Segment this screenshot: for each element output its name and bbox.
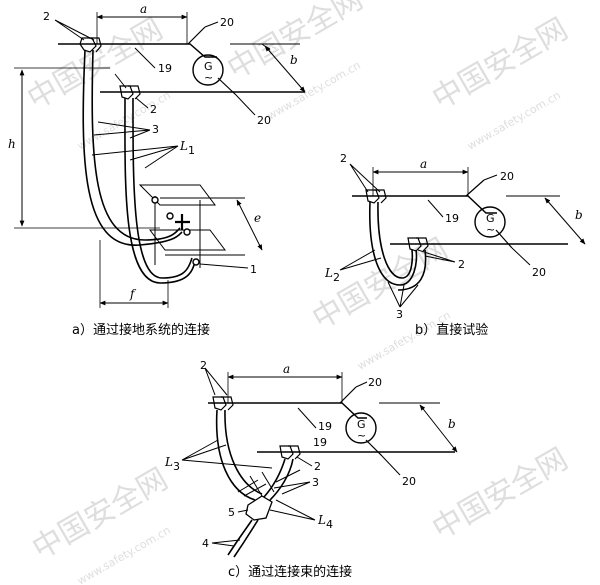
- a-leader-2-top: [54, 19, 95, 41]
- c-dim-b: [419, 404, 458, 453]
- a-leader-L1: [91, 145, 179, 169]
- a-cable-loop-3: [124, 97, 196, 284]
- a-label-b: b: [290, 53, 298, 67]
- a-leader-2-mid: [114, 73, 149, 109]
- c-label-20-top: 20: [368, 376, 382, 389]
- watermark-url-4: www.safety.com.cn: [355, 309, 453, 373]
- a-label-2-top: 2: [43, 10, 50, 23]
- b-cable-2: [377, 201, 414, 279]
- c-label-5: 5: [228, 506, 235, 519]
- b-generator-icon: [474, 206, 506, 238]
- b-top-bus: [352, 195, 497, 214]
- c-cable-4: [269, 458, 294, 501]
- a-label-2-mid: 2: [150, 103, 157, 116]
- c-label-b: b: [448, 417, 456, 431]
- a-label-20-bot: 20: [257, 114, 271, 127]
- b-label-2-top: 2: [340, 152, 347, 165]
- b-dim-b: [544, 197, 586, 245]
- a-label-h: h: [8, 137, 16, 151]
- c-label-a: a: [283, 362, 290, 376]
- a-caption: a）通过接地系统的连接: [72, 322, 210, 338]
- panel-c: [181, 367, 458, 558]
- b-label-3: 3: [396, 308, 403, 321]
- panel-a-labels: 2 a 20 19 G ~ b 2 20 3 L 1 h e 1 f a）通过接…: [8, 2, 298, 338]
- watermark-text-5: 中国安全网: [27, 462, 174, 567]
- c-label-19-low: 19: [313, 436, 327, 449]
- b-cable-3: [397, 249, 427, 291]
- c-label-L3-sub: 3: [173, 460, 180, 473]
- watermark-url-2: www.safety.com.cn: [265, 59, 363, 123]
- c-label-4: 4: [202, 537, 209, 550]
- b-label-19: 19: [445, 212, 459, 225]
- a-leader-20-top: [204, 21, 219, 28]
- a-label-gen: G: [204, 60, 213, 73]
- a-label-a: a: [140, 2, 147, 16]
- c-label-20-bot: 20: [402, 475, 416, 488]
- a-label-tilde: ~: [204, 71, 213, 84]
- c-label-2-top: 2: [200, 359, 207, 372]
- b-label-b: b: [575, 208, 583, 222]
- panel-c-labels: 2 a 20 19 G ~ b 19 2 20 L 3 3 5 L 4 4 c）…: [164, 359, 456, 580]
- c-label-L3: L: [164, 455, 173, 469]
- a-leader-1: [199, 263, 249, 269]
- a-leader-20-bot: [235, 94, 256, 116]
- a-leader-19: [134, 47, 156, 69]
- c-bundle-clamp: [245, 495, 273, 521]
- c-label-2-mid: 2: [314, 460, 321, 473]
- b-label-a: a: [420, 157, 427, 171]
- c-label-L4: L: [317, 513, 326, 527]
- b-label-gen: G: [486, 212, 495, 225]
- c-label-L4-sub: 4: [326, 518, 333, 531]
- a-cable-loop-2: [91, 49, 181, 241]
- a-label-1: 1: [250, 263, 257, 276]
- a-cable-loop-1: [82, 49, 183, 246]
- b-label-20-top: 20: [500, 170, 514, 183]
- c-cable-3: [263, 458, 286, 498]
- panel-b-labels: 2 a 20 19 G ~ b 20 L 2 2 3 b）直接试验: [324, 152, 583, 338]
- watermark: 中国安全网 中国安全网 中国安全网 中国安全网 中国安全网 中国安全网 www.…: [22, 0, 574, 585]
- b-cable-1: [368, 201, 418, 286]
- panel-a: [14, 12, 306, 308]
- b-label-L2: L: [324, 266, 333, 280]
- b-label-20-bot: 20: [532, 266, 546, 279]
- b-label-tilde: ~: [486, 223, 495, 236]
- a-ground-plane-1: [138, 184, 216, 206]
- c-label-3: 3: [312, 476, 319, 489]
- a-top-bus-link: [187, 26, 206, 45]
- watermark-text-6: 中国安全网: [427, 442, 574, 547]
- a-generator-icon: [192, 54, 224, 86]
- c-cable-1: [215, 409, 256, 501]
- b-label-2-bot: 2: [458, 258, 465, 271]
- c-label-tilde: ~: [357, 429, 366, 442]
- c-label-19-top: 19: [318, 420, 332, 433]
- c-generator-icon: [345, 412, 377, 444]
- a-cable-loop-4: [132, 97, 193, 279]
- c-caption: c）通过连接束的连接: [228, 564, 352, 580]
- c-label-gen: G: [357, 418, 366, 431]
- a-low-link: [217, 77, 237, 96]
- c-top-bus: [208, 402, 367, 419]
- a-label-e: e: [254, 211, 261, 225]
- a-top-bus: [58, 43, 217, 58]
- a-label-L1: L: [179, 139, 188, 153]
- a-label-20-top: 20: [220, 16, 234, 29]
- a-label-L1-sub: 1: [188, 144, 195, 157]
- panel-b: [339, 163, 586, 308]
- a-label-3: 3: [152, 123, 159, 136]
- a-dim-e: [236, 199, 263, 251]
- a-label-f: f: [129, 287, 137, 301]
- watermark-url-3: www.safety.com.cn: [465, 89, 563, 153]
- a-label-19: 19: [158, 62, 172, 75]
- a-dim-b: [264, 45, 306, 93]
- b-label-L2-sub: 2: [333, 271, 340, 284]
- b-caption: b）直接试验: [415, 322, 488, 338]
- a-leader-3: [93, 121, 151, 139]
